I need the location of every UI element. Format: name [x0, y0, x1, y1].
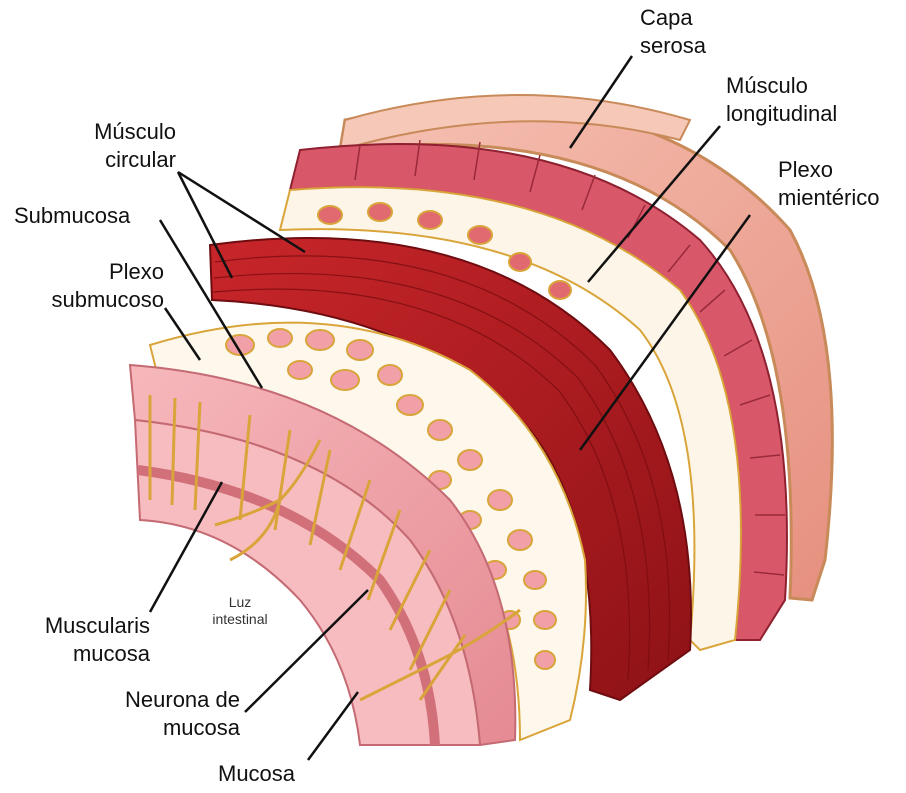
leader-musculo-longitudinal	[588, 126, 720, 282]
leader-submucosa	[160, 220, 262, 388]
label-muscularis-mucosa: Muscularis mucosa	[10, 612, 150, 668]
label-capa-serosa: Capa serosa	[640, 4, 706, 60]
label-musculo-circular: Músculo circular	[66, 118, 176, 174]
label-mucosa: Mucosa	[218, 760, 295, 788]
leader-plexo-mienterico	[580, 215, 750, 450]
leader-capa-serosa	[570, 56, 632, 148]
leader-muscularis-mucosa	[150, 482, 222, 612]
label-neurona-de-mucosa: Neurona de mucosa	[94, 686, 240, 742]
label-plexo-mienterico: Plexo mientérico	[778, 156, 879, 212]
label-musculo-longitudinal: Músculo longitudinal	[726, 72, 837, 128]
label-plexo-submucoso: Plexo submucoso	[14, 258, 164, 314]
label-luz-intestinal: Luz intestinal	[200, 594, 280, 628]
label-submucosa: Submucosa	[14, 202, 130, 230]
leader-plexo-submucoso	[165, 308, 200, 360]
leader-mucosa	[308, 692, 358, 760]
